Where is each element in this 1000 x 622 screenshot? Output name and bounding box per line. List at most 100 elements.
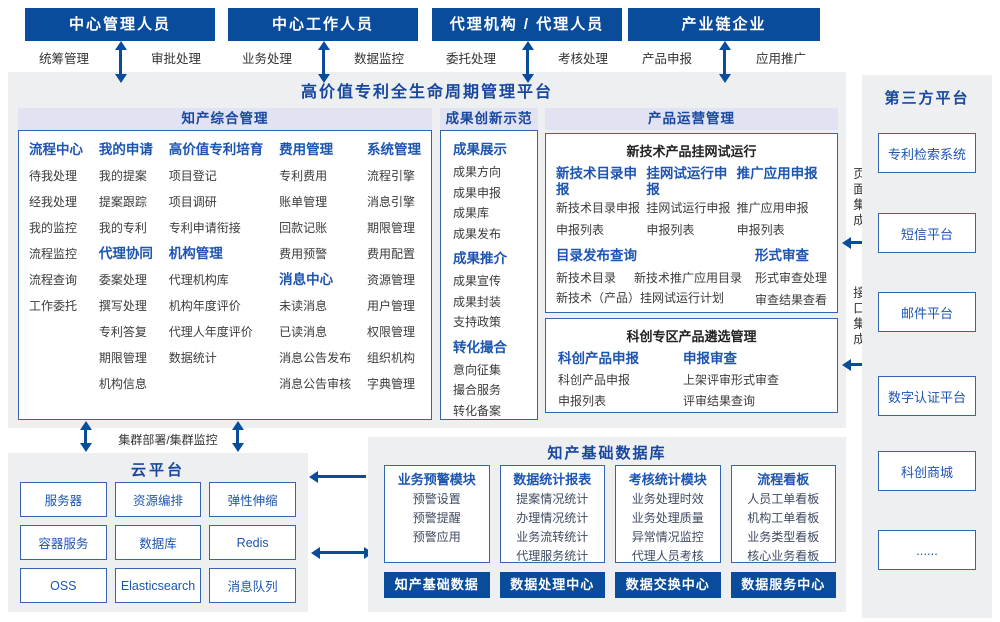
cluster-label: 集群部署/集群监控 [118, 433, 218, 447]
cloud-service: Redis [209, 525, 296, 560]
menu-item: 我的提案 [98, 169, 147, 183]
v-double-arrow-icon [84, 430, 87, 443]
menu-item: 专利申请衔接 [168, 221, 241, 235]
menu-item: 科创产品申报 [558, 373, 631, 387]
menu-column: 流程中心待我处理经我处理我的监控流程监控流程查询工作委托 [29, 137, 83, 413]
menu-group: 流程中心待我处理经我处理我的监控流程监控流程查询工作委托 [29, 137, 83, 319]
database-module: 流程看板人员工单看板机构工单看板业务类型看板核心业务看板数据服务中心 [730, 465, 836, 598]
menu-item: 资源管理 [366, 273, 415, 287]
third-party-system: ...... [878, 530, 976, 570]
menu-group: 我的申请我的提案提案跟踪我的专利 [99, 137, 153, 241]
group-title: 我的申请 [98, 142, 153, 157]
menu-item: 经我处理 [29, 195, 78, 209]
menu-item: 支持政策 [453, 315, 502, 329]
menu-item: 代理人年度评价 [168, 325, 253, 339]
group-title: 高价值专利培育 [168, 142, 264, 157]
actor-roles: 委托处理 考核处理 [432, 48, 622, 67]
role-label: 产品申报 [642, 52, 693, 66]
actor-title: 代理机构 / 代理人员 [432, 8, 622, 41]
module-box: 数据统计报表提案情况统计办理情况统计业务流转统计代理服务统计 [499, 465, 605, 563]
menu-item: 数据统计 [168, 351, 217, 365]
menu-group: 目录发布查询新技术目录新技术推广应用目录新技术（产品）挂网试运行计划 [556, 245, 742, 311]
module-item: 机构工单看板 [747, 511, 820, 525]
section-body: 流程中心待我处理经我处理我的监控流程监控流程查询工作委托我的申请我的提案提案跟踪… [18, 130, 432, 420]
group-row: 新技术目录申报新技术目录申报申报列表挂网试运行申报挂网试运行申报申报列表推广应用… [546, 163, 837, 241]
menu-item: 新技术目录申报 [556, 201, 641, 215]
module-item: 业务处理时效 [631, 492, 704, 506]
menu-group: 消息中心未读消息已读消息消息公告发布消息公告审核 [279, 267, 351, 397]
group-title: 挂网试运行申报 [646, 166, 728, 197]
third-party-system: 短信平台 [878, 213, 976, 253]
menu-group: 机构管理代理机构库机构年度评价代理人年度评价数据统计 [169, 241, 264, 371]
menu-item: 组织机构 [366, 351, 415, 365]
module-item: 业务流转统计 [516, 530, 589, 544]
group-title: 推广应用申报 [736, 166, 818, 181]
module-title: 业务预警模块 [397, 472, 476, 487]
menu-item: 消息公告审核 [279, 377, 352, 391]
module-item: 代理人员考核 [631, 549, 704, 563]
third-party-title: 第三方平台 [884, 90, 970, 107]
actor-roles: 统筹管理 审批处理 [25, 48, 215, 67]
menu-item: 成果库 [453, 206, 490, 220]
menu-column: 高价值专利培育项目登记项目调研专利申请衔接机构管理代理机构库机构年度评价代理人年… [169, 137, 264, 413]
menu-item: 我的监控 [29, 221, 78, 235]
menu-item: 期限管理 [98, 351, 147, 365]
role-label: 委托处理 [446, 52, 497, 66]
menu-item: 期限管理 [366, 221, 415, 235]
role-label: 数据监控 [353, 52, 404, 66]
module-item: 提案情况统计 [516, 492, 589, 506]
menu-item: 机构年度评价 [168, 299, 241, 313]
menu-group: 成果展示成果方向成果申报成果库成果发布 [453, 137, 537, 244]
menu-item: 转化备案 [453, 403, 502, 418]
menu-group: 费用管理专利费用账单管理回款记账费用预警 [279, 137, 351, 267]
actor-industry-chain: 产业链企业 产品申报 应用推广 [628, 8, 820, 74]
role-label: 考核处理 [557, 52, 608, 66]
menu-item: 流程引擎 [366, 169, 415, 183]
menu-group: 新技术目录申报新技术目录申报申报列表 [556, 163, 646, 241]
v-double-arrow-icon [723, 50, 726, 74]
menu-group: 系统管理流程引擎消息引擎期限管理费用配置资源管理用户管理权限管理组织机构字典管理 [367, 137, 421, 397]
actor-center-staff: 中心工作人员 业务处理 数据监控 [228, 8, 418, 74]
module-title: 考核统计模块 [628, 472, 707, 487]
section-body: 成果展示成果方向成果申报成果库成果发布成果推介成果宣传成果封装支持政策转化撮合意… [440, 130, 538, 420]
group-title: 系统管理 [366, 142, 421, 157]
database-module: 考核统计模块业务处理时效业务处理质量异常情况监控代理人员考核数据交换中心 [615, 465, 721, 598]
actor-agencies: 代理机构 / 代理人员 委托处理 考核处理 [432, 8, 622, 74]
database-panel: 知产基础数据库 业务预警模块预警设置预警提醒预警应用知产基础数据数据统计报表提案… [368, 437, 846, 612]
menu-group: 高价值专利培育项目登记项目调研专利申请衔接 [169, 137, 264, 241]
menu-item: 消息引擎 [366, 195, 415, 209]
menu-item: 成果发布 [453, 226, 502, 241]
platform-panel: 高价值专利全生命周期管理平台 知产综合管理 流程中心待我处理经我处理我的监控流程… [8, 72, 846, 428]
menu-item: 新技术（产品）挂网试运行计划 [556, 291, 725, 305]
group-title: 费用管理 [279, 142, 334, 157]
group-row: 目录发布查询新技术目录新技术推广应用目录新技术（产品）挂网试运行计划形式审查形式… [546, 245, 837, 311]
v-double-arrow-icon [322, 50, 325, 74]
menu-item: 流程查询 [29, 273, 78, 287]
module-title: 数据统计报表 [513, 472, 592, 487]
section-title: 成果创新示范 [440, 108, 538, 130]
cloud-service: Elasticsearch [114, 568, 202, 603]
role-label: 审批处理 [150, 52, 201, 66]
menu-item: 回款记账 [279, 221, 328, 235]
module-title: 流程看板 [757, 472, 810, 487]
module-item: 业务处理质量 [631, 511, 704, 525]
menu-item: 新技术推广应用目录 [634, 271, 743, 285]
sci-tech-selection-box: 科创专区产品遴选管理 科创产品申报科创产品申报申报列表申报审查上架评审形式审查评… [545, 318, 838, 413]
menu-item: 专利费用 [279, 169, 328, 183]
third-party-system: 邮件平台 [878, 292, 976, 332]
module-item: 办理情况统计 [516, 511, 589, 525]
cloud-title: 云平台 [130, 462, 185, 479]
group-title: 机构管理 [168, 246, 223, 261]
menu-item: 消息公告发布 [279, 351, 352, 365]
section-achievement-demo: 成果创新示范 成果展示成果方向成果申报成果库成果发布成果推介成果宣传成果封装支持… [440, 108, 538, 420]
group-title: 消息中心 [279, 272, 334, 287]
group-title: 转化撮合 [453, 339, 507, 355]
menu-group: 转化撮合意向征集撮合服务转化备案 [453, 335, 537, 422]
menu-item: 费用预警 [279, 247, 328, 261]
module-item: 代理服务统计 [516, 549, 589, 563]
group-title: 成果推介 [453, 251, 507, 266]
v-double-arrow-icon [236, 430, 239, 443]
menu-item: 意向征集 [453, 362, 502, 377]
third-party-panel: 第三方平台 专利检索系统短信平台邮件平台数字认证平台科创商城...... [862, 75, 992, 618]
data-center-badge: 数据服务中心 [730, 572, 836, 598]
